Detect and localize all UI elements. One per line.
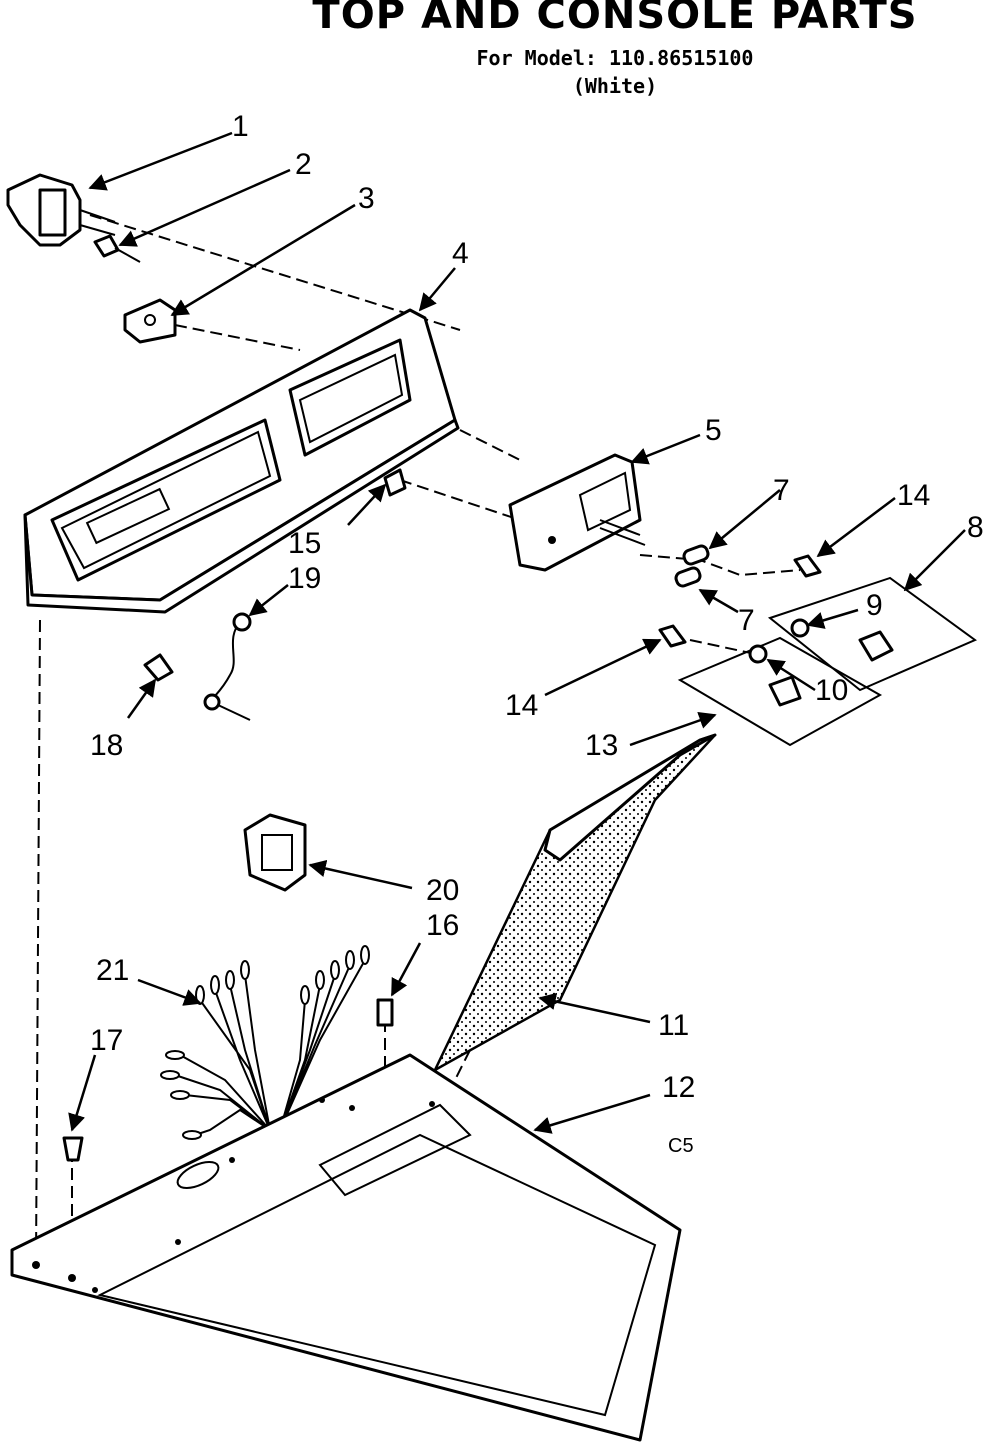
part-20-terminal-block — [243, 813, 307, 892]
part-4-console-panel — [23, 308, 460, 614]
part-5-control-housing — [508, 453, 646, 572]
callout-4: 4 — [452, 237, 469, 270]
callout-21: 21 — [96, 954, 129, 987]
callout-14-upper: 14 — [897, 479, 930, 512]
callout-13: 13 — [585, 729, 618, 762]
part-16-screw — [376, 998, 394, 1027]
part-12-dryer-top — [10, 1053, 682, 1442]
callout-9: 9 — [866, 589, 883, 622]
callout-2: 2 — [295, 148, 312, 181]
page-title: TOP AND CONSOLE PARTS — [312, 0, 918, 38]
part-2-screw — [93, 234, 141, 263]
callout-20: 20 — [426, 874, 459, 907]
callout-1: 1 — [232, 110, 249, 143]
callout-12: 12 — [662, 1071, 695, 1104]
part-1-timer — [6, 173, 116, 247]
callout-5: 5 — [705, 414, 722, 447]
callout-19: 19 — [288, 562, 321, 595]
callout-3: 3 — [358, 182, 375, 215]
part-13-knob-kit — [677, 636, 883, 747]
callout-15: 15 — [288, 527, 321, 560]
callout-labels: 1 2 3 4 5 7 14 8 15 19 9 7 14 10 18 13 2… — [90, 110, 984, 1157]
callout-leaders — [68, 131, 966, 1134]
callout-18: 18 — [90, 729, 123, 762]
part-3-switch-bracket — [123, 298, 177, 344]
callout-8: 8 — [967, 511, 984, 544]
callout-16: 16 — [426, 909, 459, 942]
drawing-code: C5 — [668, 1135, 694, 1157]
callout-17: 17 — [90, 1024, 123, 1057]
callout-11: 11 — [658, 1009, 689, 1042]
part-18-19-lamp-assembly — [143, 612, 252, 721]
part-15-clip — [383, 468, 407, 497]
part-14-screws — [658, 554, 822, 648]
part-17-screw — [62, 1136, 84, 1162]
callout-7-upper: 7 — [773, 474, 790, 507]
callout-10: 10 — [815, 674, 848, 707]
part-7-switches — [674, 544, 710, 588]
callout-7-lower: 7 — [738, 604, 755, 637]
part-21-wire-harness — [160, 945, 370, 1140]
model-number: For Model: 110.86515100 — [476, 46, 754, 70]
callout-14-lower: 14 — [505, 689, 538, 722]
model-color: (White) — [572, 74, 658, 98]
